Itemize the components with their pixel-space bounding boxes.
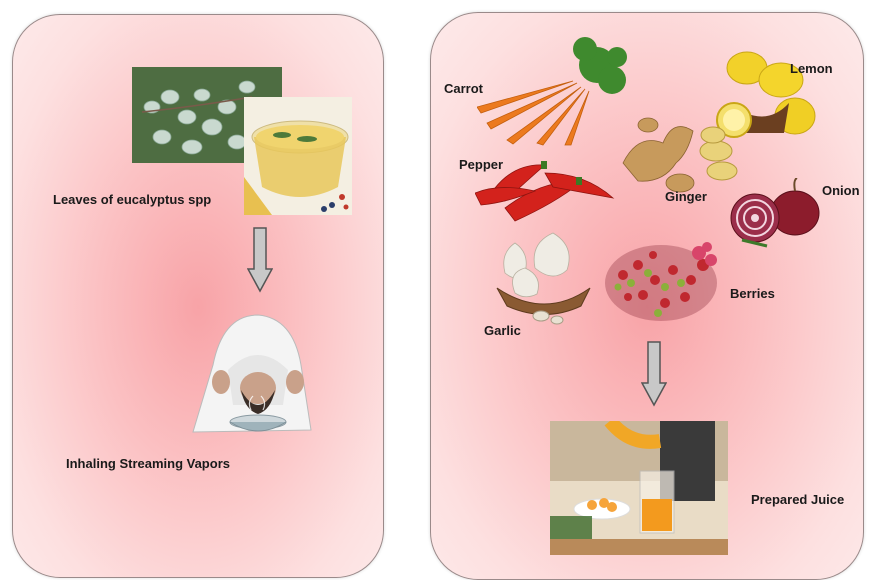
pepper-image: [475, 161, 615, 222]
juice-label: Prepared Juice: [751, 492, 845, 507]
eucalyptus-label: Leaves of eucalyptus spp: [53, 192, 212, 207]
juice-panel: Carrot Lemon Pepper Ginger: [430, 12, 864, 580]
garlic-label: Garlic: [484, 323, 521, 338]
lemon-image: [716, 51, 816, 138]
berries-label: Berries: [730, 286, 775, 301]
pepper-label: Pepper: [459, 157, 504, 172]
berries-image: [605, 242, 717, 321]
carrot-image: [477, 37, 627, 146]
onion-label: Onion: [822, 183, 860, 198]
eucalyptus-panel: Leaves of eucalyptus spp Inhaling Stream…: [12, 14, 384, 578]
down-arrow-icon: [247, 227, 273, 293]
ginger-label: Ginger: [665, 189, 707, 204]
carrot-label: Carrot: [444, 81, 484, 96]
down-arrow-icon: [641, 341, 667, 407]
inhaling-label: Inhaling Streaming Vapors: [66, 456, 230, 471]
prepared-juice-image: [550, 421, 728, 555]
ginger-image: [622, 117, 738, 193]
eucalyptus-tea-image: [132, 67, 352, 215]
onion-image: [730, 178, 820, 248]
lemon-label: Lemon: [790, 61, 833, 76]
garlic-image: [496, 232, 591, 325]
steam-inhalation-image: [192, 314, 312, 433]
